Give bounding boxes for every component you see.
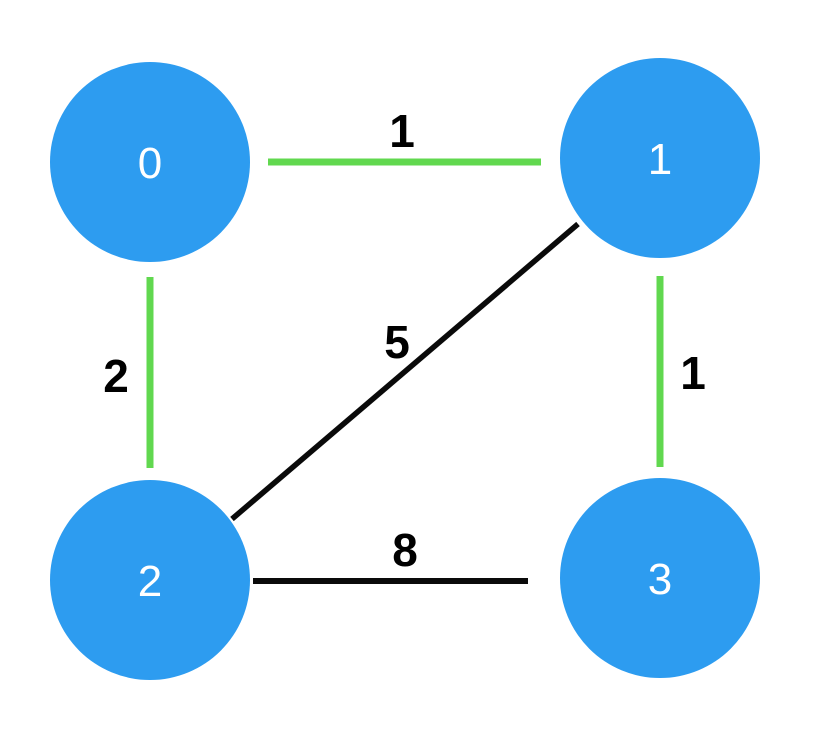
node-1-circle bbox=[560, 58, 760, 258]
nodes-layer: 0 1 2 3 bbox=[50, 58, 760, 680]
edge-weight-0-2: 2 bbox=[103, 350, 129, 402]
edge-weight-1-3: 1 bbox=[680, 347, 706, 399]
node-0-label: 0 bbox=[138, 139, 162, 188]
edge-weights-layer: 1 2 5 1 8 bbox=[103, 105, 706, 576]
graph-node-1: 1 bbox=[560, 58, 760, 258]
edge-1-2 bbox=[230, 221, 580, 522]
node-1-label: 1 bbox=[648, 135, 672, 184]
edges-layer bbox=[146, 158, 664, 584]
node-3-label: 3 bbox=[648, 555, 672, 604]
edge-weight-2-3: 8 bbox=[392, 524, 418, 576]
graph-node-2: 2 bbox=[50, 480, 250, 680]
node-2-label: 2 bbox=[138, 557, 162, 606]
node-3-circle bbox=[560, 478, 760, 678]
node-2-circle bbox=[50, 480, 250, 680]
edge-weight-1-2: 5 bbox=[384, 316, 410, 368]
edge-weight-0-1: 1 bbox=[389, 105, 415, 157]
graph-node-0: 0 bbox=[50, 62, 250, 262]
node-0-circle bbox=[50, 62, 250, 262]
graph-node-3: 3 bbox=[560, 478, 760, 678]
